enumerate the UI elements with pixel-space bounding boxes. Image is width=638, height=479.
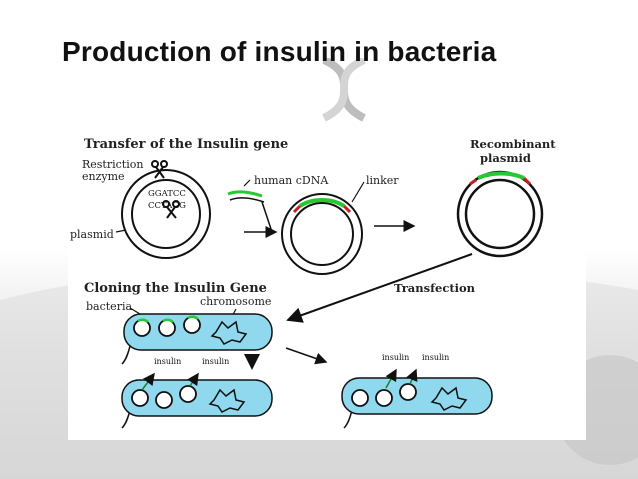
linker-pointer	[351, 181, 365, 203]
chromosome-icon	[430, 386, 468, 411]
bacterium-cell	[121, 313, 273, 365]
transfection-arrow	[286, 253, 473, 323]
recombinant-plasmid-label: plasmid	[480, 151, 531, 165]
linker-label: linker	[366, 174, 399, 187]
transfection-label: Transfection	[394, 281, 476, 295]
scissors-icon	[151, 160, 168, 179]
cdna-pointer	[243, 179, 251, 187]
slide-title: Production of insulin in bacteria	[62, 36, 497, 67]
intermediate-plasmid	[281, 193, 363, 275]
insulin-label: insulin	[382, 353, 409, 362]
plasmid-pointer	[115, 229, 127, 233]
plasmid-label: plasmid	[70, 228, 114, 241]
chromosome-icon	[208, 388, 246, 413]
insulin-arrow	[141, 372, 155, 391]
transfer-heading: Transfer of the Insulin gene	[84, 137, 288, 152]
bacteria-label: bacteria	[86, 300, 132, 313]
plasmid-circle	[121, 169, 211, 259]
bacterium-cell	[121, 372, 273, 429]
insulin-arrow	[187, 372, 199, 387]
insulin-diagram: Transfer of the Insulin gene Restriction…	[68, 122, 586, 440]
diagram-canvas: Transfer of the Insulin gene Restriction…	[70, 137, 556, 429]
bacteria-pointer	[129, 307, 141, 315]
insulin-label: insulin	[202, 357, 229, 366]
scissors-icon	[162, 200, 180, 219]
bacterium-cell	[341, 368, 493, 429]
flagellum	[121, 345, 131, 365]
dna-helix-icon	[322, 58, 366, 122]
insulin-label: insulin	[154, 357, 181, 366]
chromosome-label: chromosome	[200, 295, 271, 308]
sequence-top: GGATCC	[148, 189, 186, 199]
cloning-heading: Cloning the Insulin Gene	[84, 281, 267, 296]
division-arrow	[285, 347, 328, 365]
enzyme-label: enzyme	[82, 170, 125, 183]
ligation-arrow	[244, 201, 278, 238]
cdna-fragment	[227, 190, 265, 203]
insulin-arrow	[385, 368, 397, 389]
insulin-label: insulin	[422, 353, 449, 362]
chromosome-icon	[210, 320, 248, 345]
recombinant-plasmid	[456, 170, 544, 258]
human-cdna-label: human cDNA	[254, 174, 329, 187]
restriction-label: Restriction	[82, 158, 143, 171]
insulin-arrow	[406, 368, 418, 385]
recombinant-label: Recombinant	[470, 137, 556, 151]
